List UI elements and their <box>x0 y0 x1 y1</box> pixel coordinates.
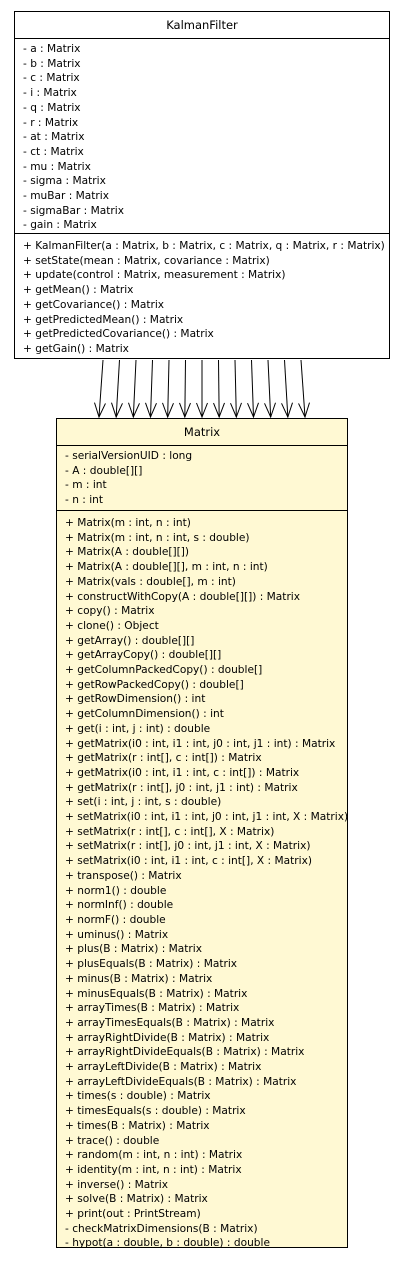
operation: + update(control : Matrix, measurement :… <box>23 269 286 282</box>
association-arrow <box>298 359 310 419</box>
operation: + setMatrix(r : int[], j0 : int, j1 : in… <box>65 840 311 853</box>
operation: + Matrix(A : double[][]) <box>65 546 190 559</box>
operation: + norm1() : double <box>65 884 167 897</box>
operation: + normF() : double <box>65 913 166 926</box>
operation: + getMean() : Matrix <box>23 284 134 297</box>
operation: + arrayLeftDivideEquals(B : Matrix) : Ma… <box>65 1075 297 1088</box>
operation: + getGain() : Matrix <box>23 342 129 355</box>
association-arrow <box>128 359 140 419</box>
operation: + transpose() : Matrix <box>65 869 182 882</box>
operation: + minus(B : Matrix) : Matrix <box>65 972 213 985</box>
operation: + arrayRightDivide(B : Matrix) : Matrix <box>65 1031 270 1044</box>
operation: + solve(B : Matrix) : Matrix <box>65 1193 208 1206</box>
operation: + getColumnPackedCopy() : double[] <box>65 664 263 677</box>
operation: + setState(mean : Matrix, covariance : M… <box>23 254 270 267</box>
operation: + getPredictedMean() : Matrix <box>23 313 184 326</box>
operation: + minusEquals(B : Matrix) : Matrix <box>65 987 248 1000</box>
attribute: - c : Matrix <box>23 72 80 85</box>
operation: + Matrix(vals : double[], m : int) <box>65 575 236 588</box>
class-name: Matrix <box>57 419 347 446</box>
operation: + setMatrix(i0 : int, i1 : int, j0 : int… <box>65 811 349 824</box>
attribute: - sigmaBar : Matrix <box>23 204 124 217</box>
operation: - checkMatrixDimensions(B : Matrix) <box>65 1222 258 1235</box>
association-arrow <box>162 359 174 419</box>
association-arrow <box>145 359 157 419</box>
operation: + getPredictedCovariance() : Matrix <box>23 328 214 341</box>
operation: + getArray() : double[][] <box>65 634 195 647</box>
attribute: - at : Matrix <box>23 131 85 144</box>
association-arrow <box>281 359 293 419</box>
operation: + plus(B : Matrix) : Matrix <box>65 943 202 956</box>
attribute: - a : Matrix <box>23 43 81 55</box>
operation: + Matrix(A : double[][], m : int, n : in… <box>65 561 268 574</box>
operation: + copy() : Matrix <box>65 605 155 618</box>
operation: + getMatrix(r : int[], j0 : int, j1 : in… <box>65 781 298 794</box>
operation: + getArrayCopy() : double[][] <box>65 649 222 662</box>
operation: + getMatrix(i0 : int, i1 : int, c : int[… <box>65 766 300 779</box>
attribute: - A : double[][] <box>65 464 143 477</box>
association-arrow <box>111 359 123 419</box>
attribute: - sigma : Matrix <box>23 175 106 188</box>
operation: + getColumnDimension() : int <box>65 708 224 721</box>
association-arrow <box>264 359 276 419</box>
operation: + setMatrix(i0 : int, i1 : int, c : int[… <box>65 855 312 868</box>
association-arrow <box>247 359 259 419</box>
operation: + getCovariance() : Matrix <box>23 298 165 311</box>
operation: + set(i : int, j : int, s : double) <box>65 796 222 809</box>
operation: + getRowDimension() : int <box>65 693 206 706</box>
operation: + print(out : PrintStream) <box>65 1208 201 1221</box>
attribute: - ct : Matrix <box>23 145 84 158</box>
operation: + uminus() : Matrix <box>65 928 169 941</box>
operation: + trace() : double <box>65 1134 160 1147</box>
operation: + inverse() : Matrix <box>65 1178 169 1191</box>
operation: + arrayTimesEquals(B : Matrix) : Matrix <box>65 1016 275 1029</box>
operation-compartment: + Matrix(m : int, n : int) + Matrix(m : i… <box>57 510 349 1251</box>
operation: + times(B : Matrix) : Matrix <box>65 1119 210 1132</box>
operation: + identity(m : int, n : int) : Matrix <box>65 1163 242 1176</box>
operation-compartment: + KalmanFilter(a : Matrix, b : Matrix, c… <box>15 233 389 357</box>
attribute: - i : Matrix <box>23 87 77 100</box>
operation: + timesEquals(s : double) : Matrix <box>65 1105 246 1118</box>
attribute: - mu : Matrix <box>23 160 91 173</box>
attribute: - gain : Matrix <box>23 219 97 232</box>
operation: + arrayTimes(B : Matrix) : Matrix <box>65 1002 240 1015</box>
association-arrow <box>196 360 208 419</box>
operation: + times(s : double) : Matrix <box>65 1090 211 1103</box>
attribute: - serialVersionUID : long <box>65 450 193 462</box>
operation: + plusEquals(B : Matrix) : Matrix <box>65 958 238 971</box>
operation: + constructWithCopy(A : double[][]) : Ma… <box>65 590 301 603</box>
operation: + random(m : int, n : int) : Matrix <box>65 1149 243 1162</box>
association-arrow <box>230 359 242 419</box>
operation: + KalmanFilter(a : Matrix, b : Matrix, c… <box>23 240 385 252</box>
operation: + getMatrix(i0 : int, i1 : int, j0 : int… <box>65 737 336 750</box>
operation: + arrayLeftDivide(B : Matrix) : Matrix <box>65 1061 262 1074</box>
operation: + get(i : int, j : int) : double <box>65 722 211 735</box>
operation: - hypot(a : double, b : double) : double <box>65 1237 270 1250</box>
attribute: - n : int <box>65 494 104 507</box>
class-kalmanfilter[interactable]: KalmanFilter - a : Matrix - b : Matrix - c… <box>14 11 390 359</box>
class-matrix[interactable]: Matrix - serialVersionUID : long - A : do… <box>56 418 349 1251</box>
operation: + Matrix(m : int, n : int, s : double) <box>65 531 250 544</box>
attribute-compartment: - a : Matrix - b : Matrix - c : Matrix - i … <box>15 39 389 233</box>
association-arrow <box>94 359 106 419</box>
association-arrow <box>213 359 225 419</box>
attribute: - m : int <box>65 479 107 492</box>
attribute: - r : Matrix <box>23 116 79 129</box>
association-arrow <box>179 359 191 419</box>
operation: + getRowPackedCopy() : double[] <box>65 678 244 691</box>
attribute: - b : Matrix <box>23 57 81 70</box>
attribute: - muBar : Matrix <box>23 190 109 203</box>
attribute-compartment: - serialVersionUID : long - A : double[][… <box>57 446 347 510</box>
class-name: KalmanFilter <box>15 12 389 39</box>
operation: + setMatrix(r : int[], c : int[], X : Ma… <box>65 825 275 838</box>
operation: + getMatrix(r : int[], c : int[]) : Matr… <box>65 752 262 765</box>
operation: + arrayRightDivideEquals(B : Matrix) : M… <box>65 1046 305 1059</box>
operation: + Matrix(m : int, n : int) <box>65 517 191 529</box>
operation: + normInf() : double <box>65 899 174 912</box>
operation: + clone() : Object <box>65 619 159 632</box>
attribute: - q : Matrix <box>23 101 81 114</box>
